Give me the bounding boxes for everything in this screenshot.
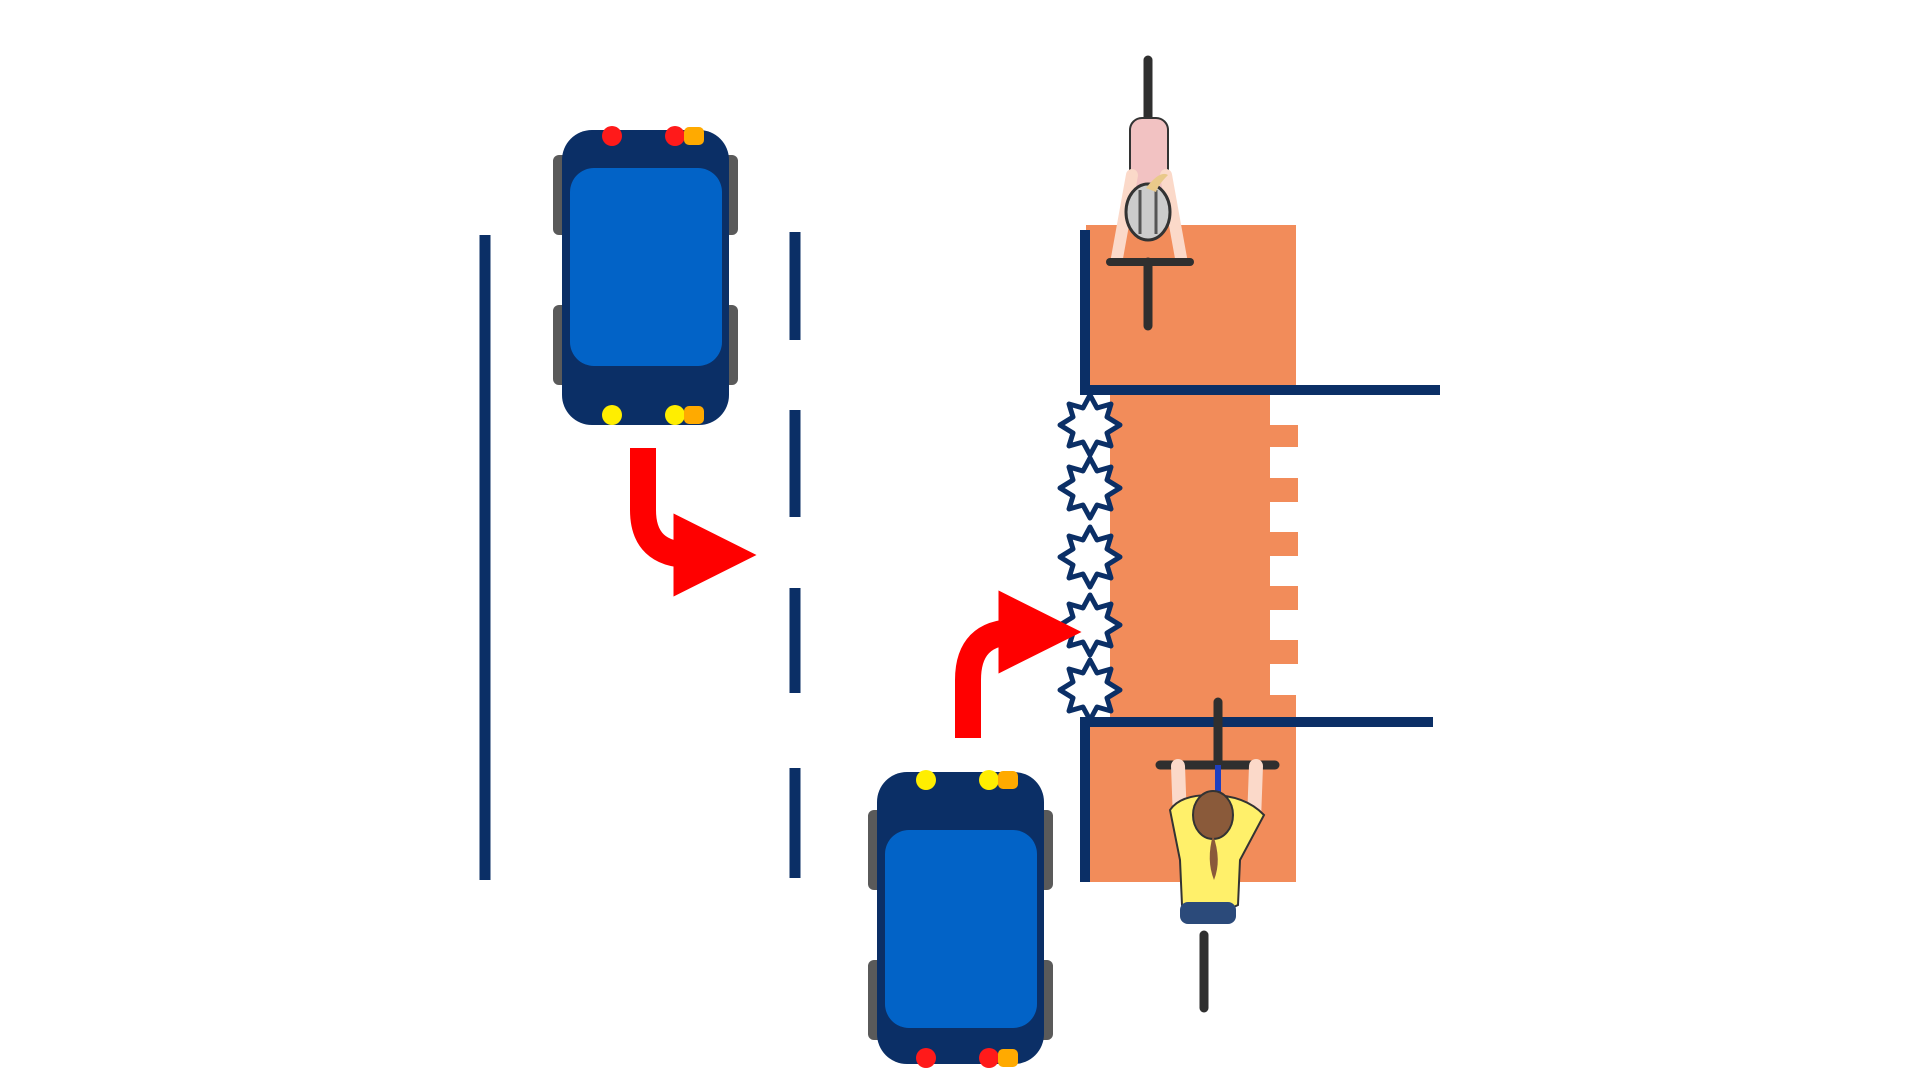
car-roof <box>570 168 722 366</box>
indicator-light <box>684 127 704 145</box>
conflict-burst-icon <box>1057 392 1123 458</box>
helmet <box>1124 182 1172 242</box>
cyclist-head <box>1192 790 1234 840</box>
tail-light <box>916 1048 936 1068</box>
curb-upper <box>1080 230 1440 395</box>
cyclist-arm <box>1111 169 1138 264</box>
road-markings <box>479 232 801 880</box>
cyclist-hair <box>1146 173 1168 192</box>
indicator-light <box>998 1049 1018 1067</box>
cyclist-bottom <box>1155 697 1280 1013</box>
conflict-burst-icon <box>1057 524 1123 590</box>
conflict-burst-icon <box>1057 592 1123 658</box>
cyclist-shorts <box>1180 902 1236 924</box>
cyclist-top <box>1106 55 1194 331</box>
turn-arrow-icon <box>630 448 757 597</box>
turn-arrows <box>630 448 1082 738</box>
car-top <box>553 126 738 425</box>
cyclist-arm <box>1160 169 1187 264</box>
curb-lower <box>1080 717 1433 882</box>
head-light <box>602 405 622 425</box>
conflict-burst-icon <box>1057 455 1123 521</box>
tail-light <box>665 126 685 146</box>
conflict-burst-icon <box>1057 657 1123 723</box>
car-bottom <box>868 770 1053 1068</box>
bike-lane-crossing <box>1110 390 1298 720</box>
tail-light <box>602 126 622 146</box>
head-light <box>916 770 936 790</box>
side-street-edges <box>1080 230 1440 882</box>
head-light <box>665 405 685 425</box>
tail-light <box>979 1048 999 1068</box>
cyclist-ponytail <box>1209 835 1218 880</box>
car-roof <box>885 830 1037 1028</box>
indicator-light <box>998 771 1018 789</box>
indicator-light <box>684 406 704 424</box>
conflict-markers <box>1057 392 1123 723</box>
head-light <box>979 770 999 790</box>
turn-arrow-icon <box>955 590 1082 738</box>
